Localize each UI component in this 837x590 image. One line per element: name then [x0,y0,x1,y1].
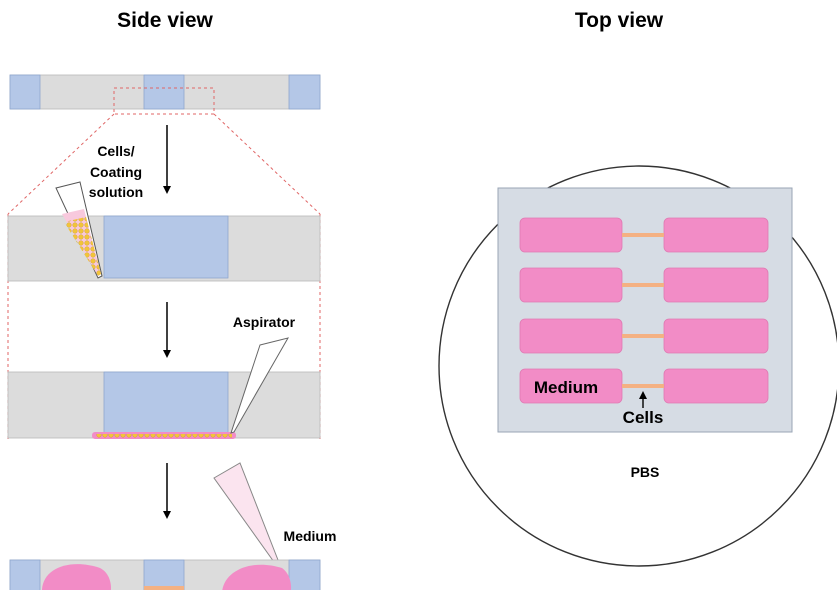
channel-row [519,217,769,253]
aspirator-tip-icon [230,337,290,434]
zoom-step-1 [7,215,321,282]
side-view-title: Side view [117,9,213,32]
pbs-label: PBS [631,464,660,480]
top-view-title: Top view [575,9,664,32]
channel-row [519,267,769,303]
svg-text:Cells/: Cells/ [97,143,134,159]
medium-top-label: Medium [534,378,598,397]
zoom-region-box [113,87,215,115]
medium-pipette-icon [213,462,279,563]
aspirator-label: Aspirator [233,314,296,330]
channel-row [519,368,769,404]
svg-text:solution: solution [89,184,143,200]
channel-row [519,318,769,354]
device-side-final [9,559,321,590]
pipette-icon [55,181,103,279]
cells-coating-label: Cells/ Coating solution [89,143,143,200]
cells-top-label: Cells [623,408,664,427]
svg-text:Coating: Coating [90,164,142,180]
zoom-step-2 [7,371,321,439]
medium-side-label: Medium [284,528,337,544]
device-side-overview [9,74,321,115]
